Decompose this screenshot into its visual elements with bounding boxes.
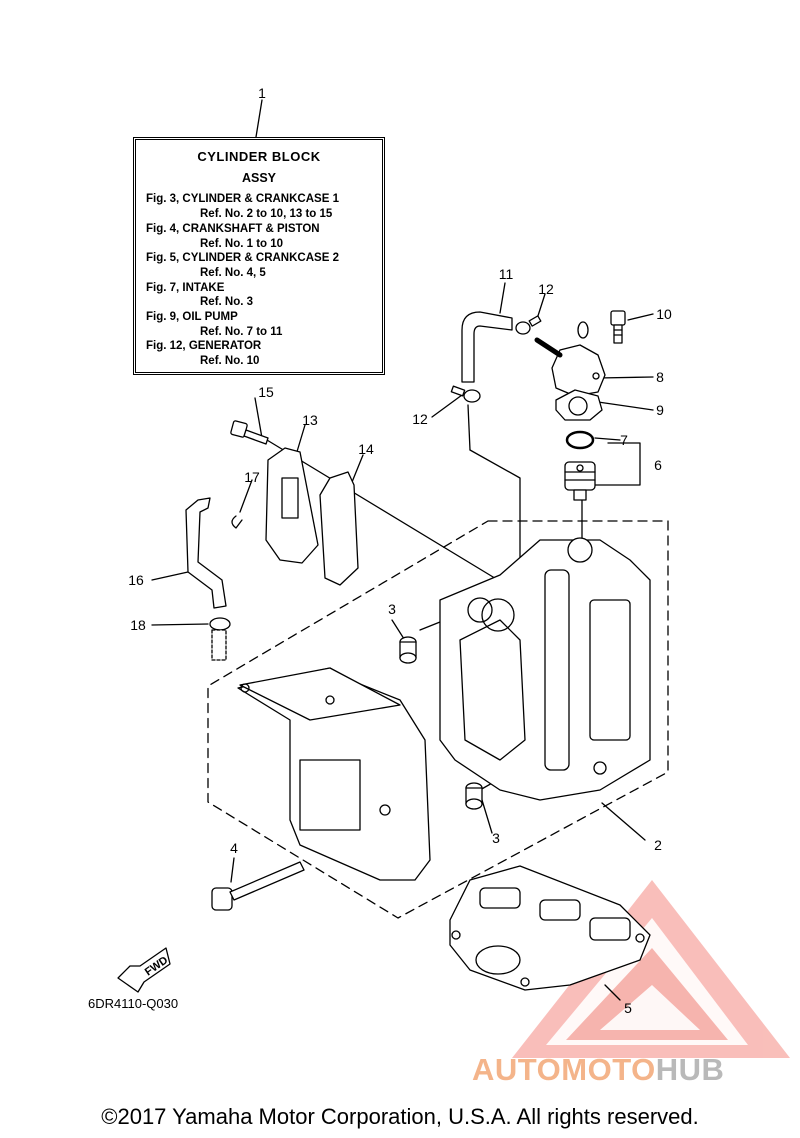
clip-18 [209, 617, 231, 661]
clip-12-lower [450, 385, 481, 403]
assembly-legend-box: CYLINDER BLOCK ASSY Fig. 3, CYLINDER & C… [133, 137, 385, 375]
legend-ref: Ref. No. 10 [200, 355, 260, 368]
gasket-9 [555, 389, 603, 421]
legend-title: CYLINDER BLOCK [197, 149, 321, 164]
diagram-code: 6DR4110-Q030 [88, 996, 179, 1011]
callout-12-upper: 12 [538, 281, 554, 297]
thermostat-6 [564, 461, 596, 501]
callout-2: 2 [654, 837, 662, 853]
seal-7 [565, 430, 595, 450]
dowel-pin-3-upper [399, 636, 417, 664]
bolt-15 [230, 420, 269, 445]
dowel-pin-3-lower [465, 782, 483, 810]
thermostat-cover-8 [534, 321, 606, 397]
callout-1: 1 [258, 85, 266, 101]
callout-17: 17 [244, 469, 260, 485]
callout-9: 9 [656, 402, 664, 418]
legend-ref: Ref. No. 1 to 10 [200, 237, 284, 250]
bolt-4 [211, 861, 305, 911]
callout-3-lower: 3 [492, 830, 500, 846]
callout-16: 16 [128, 572, 144, 588]
legend-fig: Fig. 3, CYLINDER & CRANKCASE 1 [146, 193, 339, 206]
legend-fig: Fig. 5, CYLINDER & CRANKCASE 2 [146, 252, 339, 265]
legend-ref: Ref. No. 3 [200, 296, 254, 309]
callout-8: 8 [656, 369, 664, 385]
cylinder-block-2 [439, 537, 651, 801]
legend-ref: Ref. No. 7 to 11 [200, 325, 283, 338]
callout-15: 15 [258, 384, 274, 400]
legend-ref: Ref. No. 2 to 10, 13 to 15 [200, 208, 333, 221]
bolt-10 [610, 310, 626, 344]
callout-11: 11 [498, 266, 514, 282]
clip-12-upper [515, 315, 542, 335]
watermark-text: AUTOMOTOHUB [472, 1052, 725, 1087]
crankcase-4 [237, 667, 431, 881]
assembly-dashed-outline [207, 520, 669, 919]
copyright-notice: ©2017 Yamaha Motor Corporation, U.S.A. A… [101, 1104, 699, 1129]
fwd-arrow-icon [117, 947, 171, 993]
hose-16 [185, 497, 227, 609]
legend-ref: Ref. No. 4, 5 [200, 266, 266, 279]
callout-3-upper: 3 [388, 601, 396, 617]
legend-fig: Fig. 12, GENERATOR [146, 340, 262, 353]
hose-11 [461, 311, 513, 383]
callout-10: 10 [656, 306, 672, 322]
callout-4: 4 [230, 840, 238, 856]
callout-6: 6 [654, 457, 662, 473]
callout-5: 5 [624, 1000, 632, 1016]
gasket-5 [449, 865, 651, 991]
legend-subtitle: ASSY [241, 170, 277, 185]
legend-fig: Fig. 4, CRANKSHAFT & PISTON [146, 222, 320, 235]
callout-18: 18 [130, 617, 146, 633]
callout-12-lower: 12 [412, 411, 428, 427]
watermark-logo [512, 880, 790, 1058]
callout-14: 14 [358, 441, 374, 457]
legend-fig: Fig. 7, INTAKE [146, 281, 225, 294]
callout-13: 13 [302, 412, 318, 428]
gasket-14 [319, 471, 359, 586]
legend-fig: Fig. 9, OIL PUMP [146, 311, 238, 324]
callout-7: 7 [620, 432, 628, 448]
clip-17 [231, 515, 243, 529]
